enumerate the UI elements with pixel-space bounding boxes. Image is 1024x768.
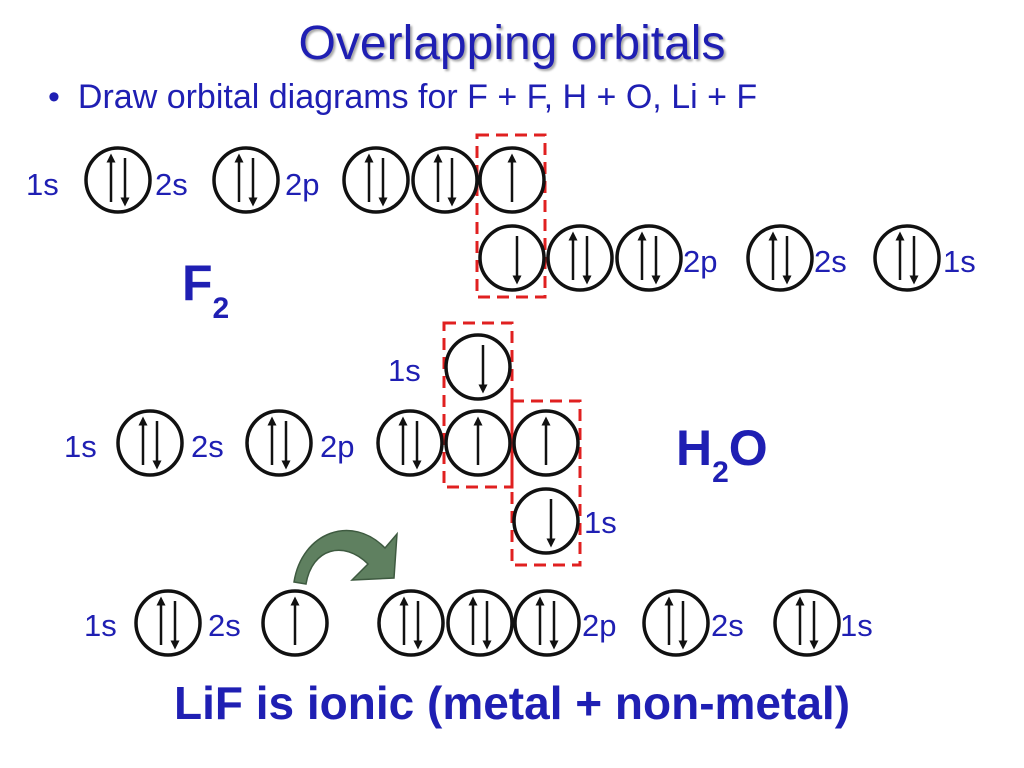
orbital-label-2p: 2p — [320, 429, 354, 464]
orbital-circle — [773, 589, 841, 657]
orbital-circle — [615, 224, 683, 292]
bullet-marker: • — [48, 78, 60, 116]
oxygen-orbital-row: 1s 2s 2p — [64, 409, 580, 477]
orbital-circle — [134, 589, 202, 657]
orbital-up — [261, 589, 329, 657]
orbital-label-2s: 2s — [191, 429, 224, 464]
instruction-bullet: • Draw orbital diagrams for F + F, H + O,… — [48, 78, 757, 117]
orbital-paired — [873, 224, 941, 292]
orbital-up — [478, 146, 546, 214]
orbital-circle — [512, 487, 580, 555]
hydrogen-orbital-row: 1s — [512, 487, 617, 555]
orbital-circle — [478, 224, 546, 292]
orbital-circle — [376, 409, 444, 477]
orbital-label-1s: 1s — [26, 167, 59, 202]
orbital-paired — [746, 224, 814, 292]
lithium-orbital-row: 1s 2s — [84, 589, 329, 657]
orbital-circle — [212, 146, 280, 214]
orbital-circle — [245, 409, 313, 477]
orbital-label-1s: 1s — [943, 244, 976, 279]
orbital-down — [478, 224, 546, 292]
orbital-circle — [513, 589, 581, 657]
orbital-paired — [116, 409, 184, 477]
fluorine-orbital-row: 2p 2s 1s — [377, 589, 873, 657]
conclusion-text: LiF is ionic (metal + non-metal) — [173, 677, 851, 729]
orbital-paired — [134, 589, 202, 657]
bond-highlight-box — [510, 399, 582, 567]
orbital-paired — [446, 589, 514, 657]
orbital-label-1s: 1s — [84, 608, 117, 643]
orbital-circle — [546, 224, 614, 292]
bond-highlight-box — [442, 321, 514, 489]
orbital-circle — [444, 333, 512, 401]
orbital-paired — [642, 589, 710, 657]
orbital-circle — [746, 224, 814, 292]
orbital-label-2s: 2s — [208, 608, 241, 643]
orbital-paired — [342, 146, 410, 214]
orbital-paired — [377, 589, 445, 657]
molecule-label-f2: F2 — [182, 255, 229, 325]
orbital-paired — [411, 146, 479, 214]
orbital-label-2p: 2p — [582, 608, 616, 643]
orbital-label-2s: 2s — [155, 167, 188, 202]
orbital-label-1s: 1s — [388, 353, 421, 388]
orbital-label-2p: 2p — [285, 167, 319, 202]
hydrogen-orbital-row: 1s — [388, 333, 512, 401]
orbital-paired — [615, 224, 683, 292]
orbital-label-2s: 2s — [814, 244, 847, 279]
orbital-label-1s: 1s — [840, 608, 873, 643]
orbital-label-2s: 2s — [711, 608, 744, 643]
orbital-paired — [376, 409, 444, 477]
orbital-paired — [84, 146, 152, 214]
orbital-circle — [342, 146, 410, 214]
fluorine-orbital-row: 1s 2s 2p — [26, 146, 546, 214]
orbital-paired — [546, 224, 614, 292]
orbital-down — [512, 487, 580, 555]
orbital-circle — [642, 589, 710, 657]
fluorine-orbital-row: 2p 2s 1s — [478, 224, 976, 292]
orbital-down — [444, 333, 512, 401]
orbital-paired — [245, 409, 313, 477]
orbital-circle — [84, 146, 152, 214]
orbital-circle — [377, 589, 445, 657]
orbital-circle — [411, 146, 479, 214]
orbital-circle — [446, 589, 514, 657]
orbital-label-2p: 2p — [683, 244, 717, 279]
molecule-label-h2o: H2O — [676, 420, 768, 489]
orbital-circle — [116, 409, 184, 477]
orbital-label-1s: 1s — [64, 429, 97, 464]
orbital-circle — [873, 224, 941, 292]
orbital-up — [444, 409, 512, 477]
instruction-text: Draw orbital diagrams for F + F, H + O, … — [77, 78, 758, 116]
orbital-label-1s: 1s — [584, 505, 617, 540]
slide-title: Overlapping orbitals — [298, 17, 726, 70]
electron-transfer-arrow — [293, 529, 398, 585]
orbital-paired — [773, 589, 841, 657]
orbital-paired — [212, 146, 280, 214]
orbital-paired — [513, 589, 581, 657]
orbital-up — [512, 409, 580, 477]
